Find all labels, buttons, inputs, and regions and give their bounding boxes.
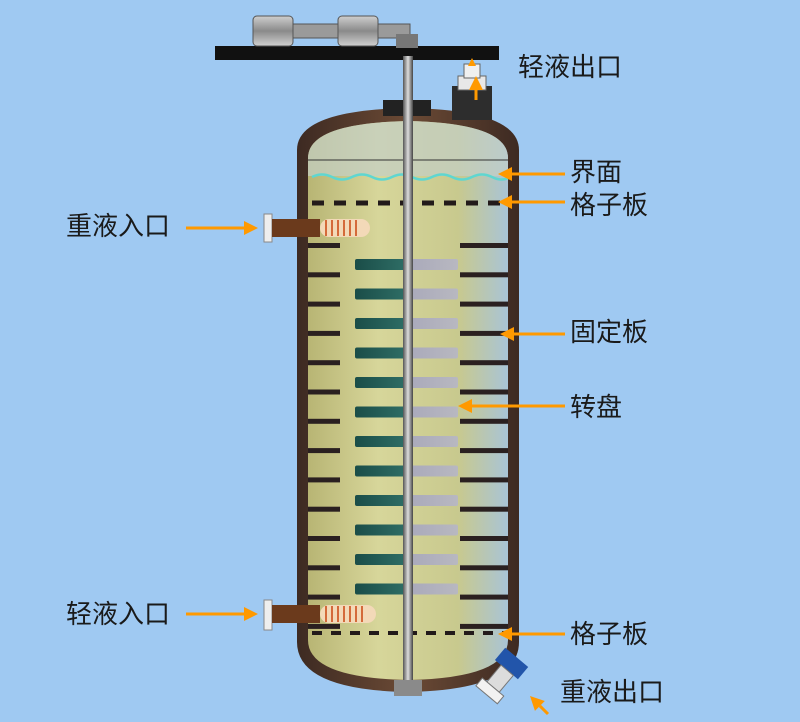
fixed-plate-left xyxy=(308,477,340,483)
fixed-plate-right xyxy=(460,448,508,454)
fixed-plate-left xyxy=(308,565,340,571)
arrow-grid-plate-bottom xyxy=(498,627,565,641)
label-grid-plate-top: 格子板 xyxy=(570,191,649,221)
pointer-arrows xyxy=(186,76,565,716)
fixed-plate-right xyxy=(460,506,508,512)
label-fixed-plate: 固定板 xyxy=(570,318,649,348)
light-inlet-pipe xyxy=(263,599,376,631)
fixed-plate-left xyxy=(308,360,340,366)
arrow-interface xyxy=(498,167,565,181)
arrow-light-outlet xyxy=(469,76,483,100)
fixed-plate-right xyxy=(460,301,508,307)
fixed-plates xyxy=(308,243,508,629)
arrow-heavy-inlet xyxy=(186,221,258,235)
fixed-plate-left xyxy=(308,330,340,336)
fixed-plate-left xyxy=(308,243,340,248)
label-rotor-disc: 转盘 xyxy=(570,393,623,423)
label-heavy-inlet: 重液入口 xyxy=(66,212,171,242)
fixed-plate-right xyxy=(460,243,508,248)
light-outlet-pipe xyxy=(452,58,492,120)
fixed-plate-right xyxy=(460,536,508,541)
arrow-fixed-plate xyxy=(500,327,565,341)
fixed-plate-left xyxy=(308,301,340,307)
fixed-plate-left xyxy=(308,448,340,454)
fixed-plate-left xyxy=(308,389,340,395)
heavy-inlet-pipe xyxy=(263,213,370,243)
label-light-inlet: 轻液入口 xyxy=(66,600,171,630)
arrow-grid-plate-top xyxy=(498,195,565,209)
label-interface: 界面 xyxy=(570,158,623,188)
fixed-plate-right xyxy=(460,594,508,600)
arrow-rotor-disc xyxy=(458,399,565,413)
label-light-outlet: 轻液出口 xyxy=(518,53,623,83)
arrow-light-inlet xyxy=(186,607,258,621)
motor-icon xyxy=(252,15,418,48)
fixed-plate-right xyxy=(460,272,508,278)
fixed-plate-left xyxy=(308,623,340,629)
label-heavy-outlet: 重液出口 xyxy=(560,678,665,708)
fixed-plate-left xyxy=(308,594,340,600)
fixed-plate-right xyxy=(460,623,508,629)
label-grid-plate-bottom: 格子板 xyxy=(570,620,649,650)
fixed-plate-left xyxy=(308,506,340,512)
fixed-plate-left xyxy=(308,536,340,541)
fixed-plate-right xyxy=(460,565,508,571)
fixed-plate-right xyxy=(460,418,508,424)
fixed-plate-right xyxy=(460,389,508,395)
shaft-icon xyxy=(403,56,413,688)
arrow-heavy-outlet xyxy=(530,696,550,716)
fixed-plate-left xyxy=(308,418,340,424)
fixed-plate-left xyxy=(308,272,340,278)
fixed-plate-right xyxy=(460,330,508,336)
fixed-plate-right xyxy=(460,477,508,483)
heavy-outlet-pipe xyxy=(475,647,529,705)
support-beam xyxy=(215,46,499,60)
fixed-plate-right xyxy=(460,360,508,366)
